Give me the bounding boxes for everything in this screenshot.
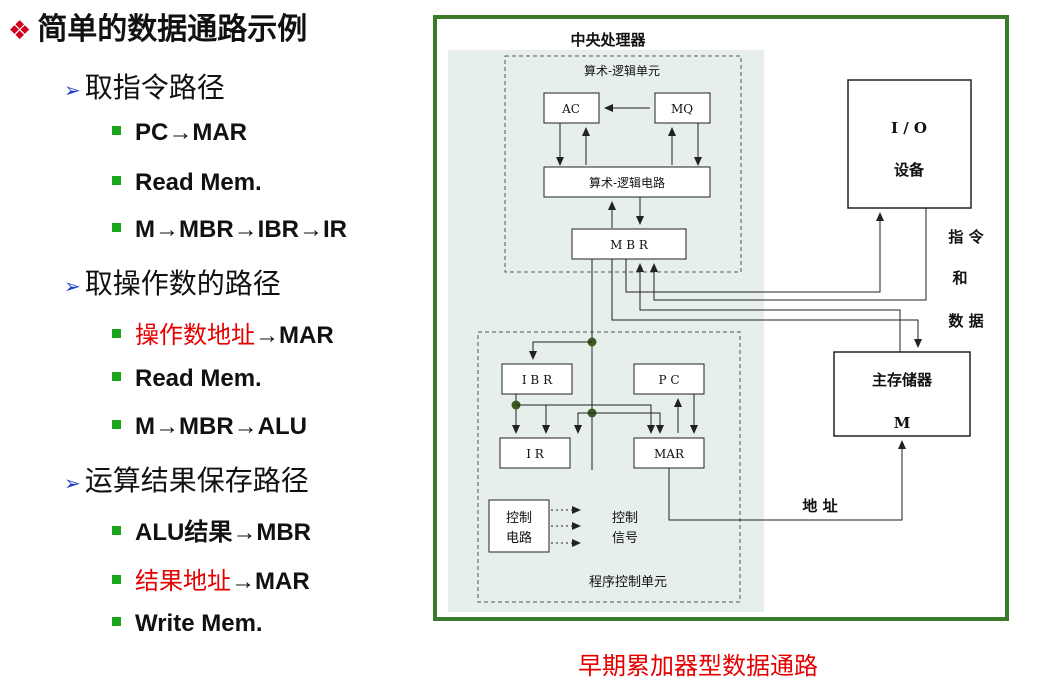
ibr-to-mar-arrow <box>516 404 655 434</box>
control-signal-label: 控制 <box>612 511 638 526</box>
main-memory <box>833 351 971 437</box>
section-label: 取操作数的路径 <box>84 267 281 300</box>
list-item: Read Mem. <box>112 364 262 393</box>
mar-register <box>633 437 705 469</box>
list-item: 结果地址→MAR <box>112 561 310 596</box>
alu-unit-label: 算术-逻辑单元 <box>584 63 660 78</box>
section-label: 取指令路径 <box>84 71 225 104</box>
mar-label: MAR <box>654 447 685 461</box>
square-bullet-icon <box>112 223 121 233</box>
io-to-mbr-arrow <box>650 208 927 301</box>
list-item: M→MBR→IBR→IR <box>112 215 347 244</box>
arrow-bullet-icon: ➢ <box>64 78 81 102</box>
alu-unit-box <box>504 55 742 273</box>
cpu-label: 中央处理器 <box>570 31 646 49</box>
square-bullet-icon <box>112 617 121 627</box>
list-item: PC→MAR <box>112 118 247 147</box>
ac-label: AC <box>561 102 580 116</box>
diagram-caption: 早期累加器型数据通路 <box>578 652 818 680</box>
instr-data-label: 和 <box>952 269 967 287</box>
alu-circuit-label: 算术-逻辑电路 <box>589 175 665 190</box>
square-bullet-icon <box>112 420 121 430</box>
item-text: Read Mem. <box>135 169 262 196</box>
item-text: ALU结果→MBR <box>135 519 311 546</box>
square-bullet-icon <box>112 575 121 585</box>
list-item: 操作数地址→MAR <box>112 315 334 350</box>
ibr-label: I B R <box>522 373 553 387</box>
io-device <box>847 79 972 209</box>
memory-to-mbr-arrow <box>636 263 901 352</box>
section-heading: ➢取指令路径 <box>64 66 225 106</box>
item-text: Read Mem. <box>135 365 262 392</box>
mbr-to-ir-arrow <box>574 412 592 434</box>
item-text: Write Mem. <box>135 610 263 637</box>
program-control-unit-label: 程序控制单元 <box>589 575 667 590</box>
arrow-bullet-icon: ➢ <box>64 471 81 495</box>
control-signal-label: 信号 <box>612 531 638 546</box>
ir-label: I R <box>526 447 545 461</box>
item-text: M→MBR→ALU <box>135 413 307 440</box>
instr-data-label: 数 据 <box>948 312 983 330</box>
diamond-bullet-icon: ❖ <box>8 16 32 46</box>
item-highlight: 操作数地址 <box>135 321 255 349</box>
mbr-label: M B R <box>610 238 649 252</box>
mar-to-memory-arrow <box>668 440 906 521</box>
alu-circuit <box>543 166 711 198</box>
item-highlight: 结果地址 <box>135 567 231 595</box>
mbr-to-io-arrow <box>625 212 884 293</box>
ir-register <box>499 437 571 469</box>
list-item: ALU结果→MBR <box>112 512 311 547</box>
ibr-register <box>501 363 573 395</box>
mq-register <box>654 92 711 124</box>
ac-register <box>543 92 600 124</box>
pc-register <box>633 363 705 395</box>
list-item: Read Mem. <box>112 168 262 197</box>
mbr-to-mar-arrow <box>592 412 664 434</box>
section-label: 运算结果保存路径 <box>84 464 309 497</box>
mbr-to-ibr-arrow <box>529 341 592 360</box>
arrow-bullet-icon: ➢ <box>64 274 81 298</box>
page-title: ❖简单的数据通路示例 <box>8 4 307 48</box>
item-text: PC→MAR <box>135 119 247 146</box>
page-title-text: 简单的数据通路示例 <box>37 12 308 47</box>
mbr-register <box>571 228 687 260</box>
control-circuit-label: 电路 <box>506 530 532 546</box>
item-text: →MAR <box>231 568 310 595</box>
mbr-to-memory-arrow <box>611 259 922 348</box>
section-heading: ➢运算结果保存路径 <box>64 459 309 499</box>
square-bullet-icon <box>112 372 121 382</box>
control-circuit-label: 控制 <box>506 511 532 526</box>
address-label: 地 址 <box>802 497 837 515</box>
item-text: →MAR <box>255 322 334 349</box>
pc-label: P C <box>658 373 679 387</box>
io-label: I / O <box>891 119 927 137</box>
instr-data-label: 指 令 <box>948 228 984 246</box>
memory-label: M <box>894 414 911 432</box>
io-label: 设备 <box>894 161 925 179</box>
mq-label: MQ <box>671 102 693 116</box>
datapath-diagram: 中央处理器 算术-逻辑单元 AC MQ 算术-逻辑电路 M B R 程序控制单元… <box>433 15 1009 621</box>
square-bullet-icon <box>112 176 121 186</box>
square-bullet-icon <box>112 329 121 339</box>
memory-label: 主存储器 <box>872 371 933 389</box>
list-item: M→MBR→ALU <box>112 412 307 441</box>
section-heading: ➢取操作数的路径 <box>64 262 281 302</box>
square-bullet-icon <box>112 126 121 136</box>
item-text: M→MBR→IBR→IR <box>135 216 347 243</box>
list-item: Write Mem. <box>112 609 263 638</box>
control-circuit <box>488 499 550 553</box>
square-bullet-icon <box>112 526 121 536</box>
